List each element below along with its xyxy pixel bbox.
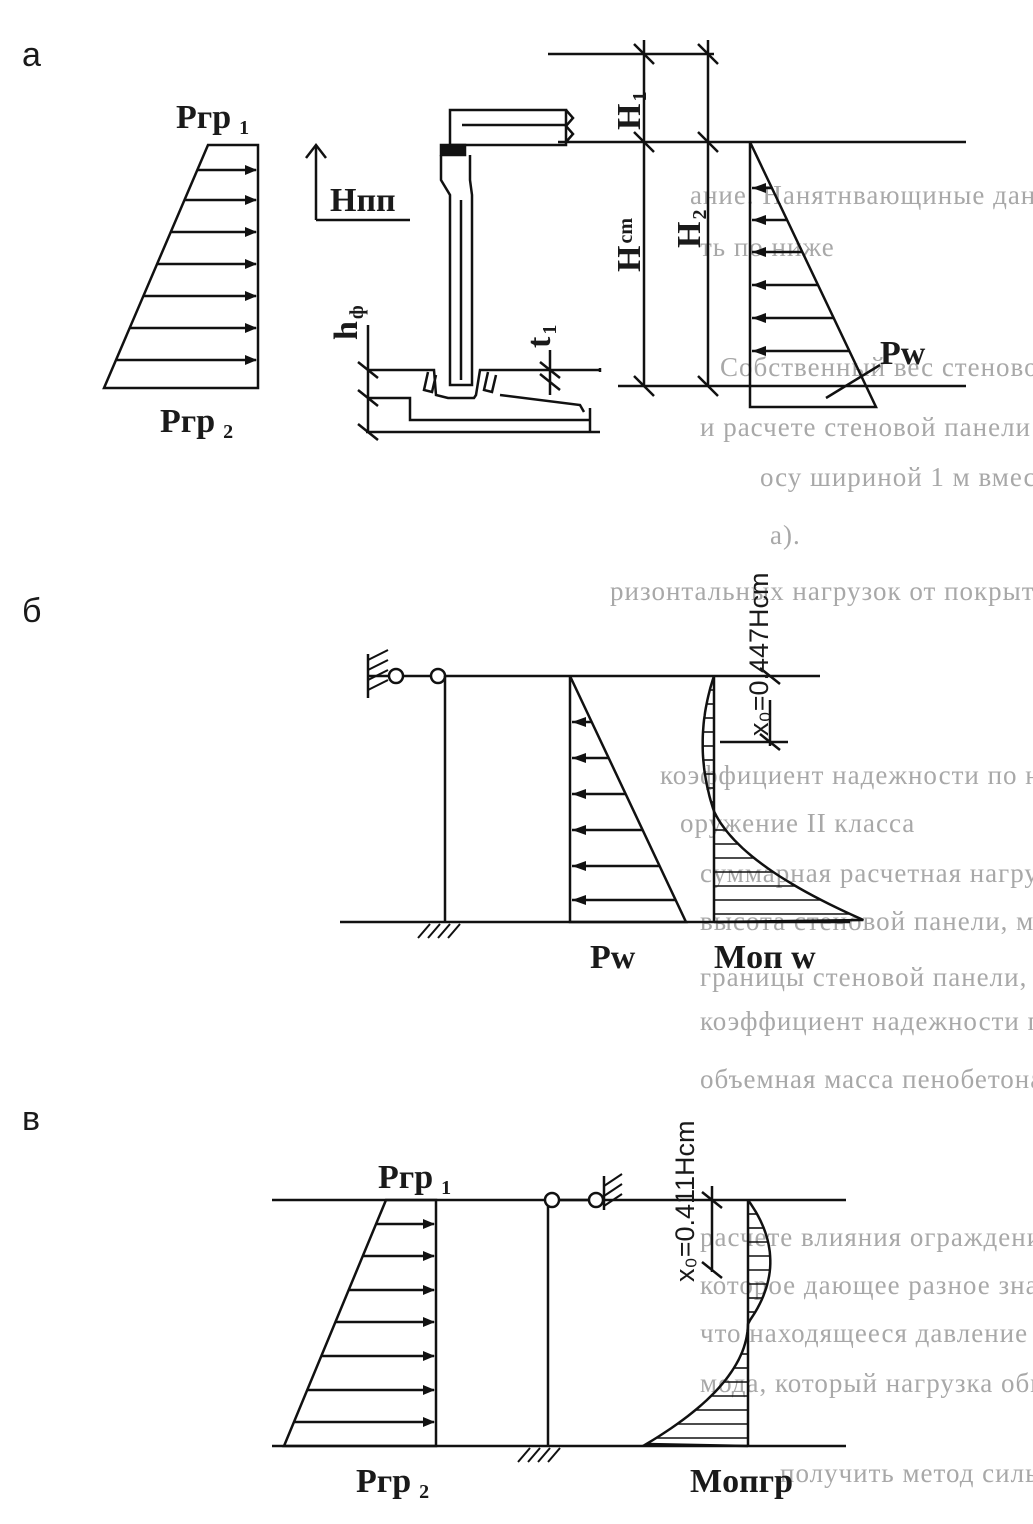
wind-arrow-head [572,861,586,871]
hinge-support-b [367,649,447,691]
wind-arrow-head [572,895,586,905]
moment-curve [701,675,864,924]
wind-arrow-head [752,215,766,225]
part-a-letter: а [22,36,41,74]
part-v-letter: в [22,1100,40,1138]
t1-label: t1 [521,325,561,348]
soil-pressure-arrows-v [293,1219,435,1427]
fixed-support-b [417,923,461,939]
foundation-and-column [368,108,602,432]
part-b-letter: б [22,592,41,630]
moment-diagram-v [642,1199,772,1448]
wind-arrow-head [572,717,586,727]
moment-curve [642,1199,772,1448]
pw-label-b: Pw [590,939,636,976]
h2-label: H2 [671,210,711,248]
fixed-support-v [517,1447,561,1463]
x0-label-v: x₀=0.411Hcm [670,1120,700,1282]
m-op-gr-label: Mопгр [690,1463,793,1500]
hf-label: hф [328,305,368,340]
h-st-label: Hcm [611,218,648,272]
wind-load-triangle-b [568,675,688,924]
soil-pressure-trapezoid-v [282,1198,438,1448]
part-b: б Pw Mоп w x₀=0.447Hcm [22,572,864,976]
wind-arrow-head [752,346,766,356]
moment-diagram-b [701,675,864,924]
h1-label: H1 [611,92,651,130]
x0-label-b: x₀=0.447Hcm [744,572,774,736]
wind-load-arrows-b [572,717,676,905]
wind-arrow-head [572,789,586,799]
pw-label-a: Pw [880,335,926,372]
wind-arrow-head [572,825,586,835]
soil-pressure-trapezoid [102,143,260,390]
hinge-support-v [543,1173,623,1210]
wind-load-arrows-a [752,183,850,356]
wind-arrow-head [752,247,766,257]
m-op-w-label: Mоп w [714,939,816,976]
wind-arrow-head [752,183,766,193]
hpp-label: Hпп [330,182,396,219]
wind-arrow-head [752,280,766,290]
wind-arrow-head [752,313,766,323]
wind-arrow-head [572,753,586,763]
wind-load-triangle-a [748,141,878,409]
soil-pressure-arrows [115,165,257,365]
